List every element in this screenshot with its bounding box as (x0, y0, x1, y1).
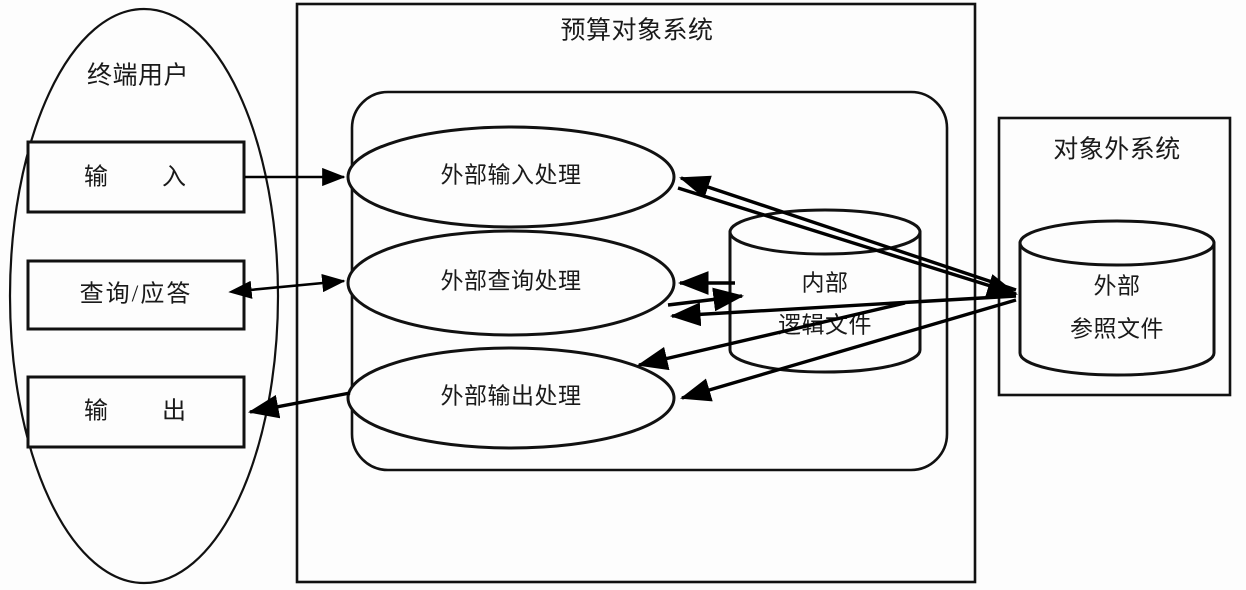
process-label-external-output: 外部输出处理 (441, 383, 582, 408)
channel-label-input: 输 入 (84, 164, 188, 191)
process-label-external-input: 外部输入处理 (441, 162, 582, 187)
flow-external-ref-to-external-query (669, 294, 1017, 327)
system-title: 预算对象系统 (560, 17, 713, 45)
flow-external-input-to-internal-file (677, 186, 1018, 297)
channel-label-query: 查询/应答 (80, 281, 193, 308)
process-external-input[interactable] (346, 125, 676, 229)
end-user-label: 终端用户 (87, 62, 189, 90)
process-external-output[interactable] (346, 346, 676, 450)
flow-query-bidirectional (228, 274, 346, 299)
process-label-external-query: 外部查询处理 (441, 268, 582, 293)
flow-external-ref-to-external-input (679, 175, 1017, 292)
datastore-external-line2: 参照文件 (1070, 316, 1164, 341)
flow-internal-file-to-external-output (637, 301, 906, 371)
datastore-external-reference-file[interactable]: 外部 参照文件 (1018, 219, 1216, 377)
datastore-internal-line1: 内部 (802, 270, 849, 295)
external-system-label: 对象外系统 (1053, 136, 1181, 164)
channel-box-output[interactable] (26, 375, 246, 449)
process-external-query[interactable] (346, 229, 676, 337)
datastore-external-line1: 外部 (1094, 273, 1141, 298)
channel-box-input[interactable] (26, 140, 246, 214)
flow-external-ref-to-external-output (680, 298, 1017, 402)
datastore-internal-line2: 逻辑文件 (778, 312, 872, 337)
channel-label-output: 输 出 (84, 398, 188, 425)
flow-external-output-to-output (247, 391, 351, 419)
